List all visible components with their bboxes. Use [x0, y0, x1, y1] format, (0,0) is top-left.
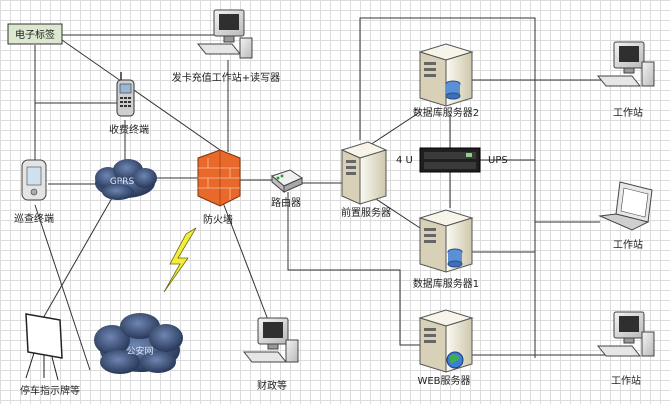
pc-icon — [242, 317, 299, 363]
pc-icon — [596, 311, 655, 357]
gprs-cloud-node: GPRS — [95, 159, 157, 200]
public-net-label: 公安网 — [126, 345, 153, 357]
finance-label: 财政等 — [257, 379, 287, 392]
firewall-icon — [197, 149, 241, 207]
workstation-top-label: 工作站 — [613, 106, 643, 119]
ups-node: UPS — [419, 147, 508, 173]
front-server-label: 前置服务器 — [341, 206, 391, 219]
mobile-phone-icon — [116, 72, 135, 117]
ups-label: UPS — [488, 155, 508, 166]
workstation-bot-label: 工作站 — [611, 374, 641, 387]
public-net-cloud-node: 公安网 — [94, 313, 183, 374]
cloud-icon — [94, 313, 183, 374]
router-node: 路由器 — [270, 169, 304, 209]
finance-node: 财政等 — [242, 317, 299, 392]
cloud-icon — [95, 159, 157, 200]
fee-terminal-label: 收费终端 — [109, 123, 149, 136]
db-server2-node: 数据库服务器2 — [413, 43, 479, 119]
etag-label: 电子标签 — [15, 28, 55, 41]
workstation-bot-node: 工作站 — [596, 311, 655, 387]
router-label: 路由器 — [271, 196, 301, 209]
workstation-top-node: 工作站 — [596, 41, 655, 119]
wire-front-db2 — [369, 111, 421, 146]
wire-front-db1 — [369, 194, 421, 229]
firewall-label: 防火墙 — [203, 213, 233, 226]
parking-sign-node: 停车指示牌等 — [20, 313, 80, 397]
web-server-node: WEB服务器 — [417, 309, 474, 387]
db-server1-label: 数据库服务器1 — [413, 277, 479, 290]
wire-router-web — [287, 192, 425, 346]
front-server-node: 前置服务器 4 U — [340, 141, 413, 219]
db-server2-label: 数据库服务器2 — [413, 106, 479, 119]
pda-icon — [21, 159, 47, 201]
web-server-icon — [418, 309, 474, 373]
server-icon — [340, 141, 388, 205]
gprs-label: GPRS — [110, 177, 135, 187]
laptop-icon — [598, 181, 653, 231]
wire-patrol-sign — [34, 204, 91, 371]
etag-box — [7, 23, 63, 45]
db-server1-node: 数据库服务器1 — [413, 209, 479, 290]
connection-lines — [34, 17, 612, 371]
database-server-icon — [418, 43, 474, 107]
wire-top-bus — [359, 17, 536, 358]
patrol-terminal-label: 巡查终端 — [14, 212, 54, 225]
router-icon — [270, 169, 304, 194]
4u-label: 4 U — [396, 155, 413, 166]
web-server-label: WEB服务器 — [417, 374, 470, 387]
card-station-label: 发卡充值工作站+读写器 — [172, 71, 280, 84]
pc-icon — [596, 41, 655, 87]
database-server-icon — [418, 209, 474, 273]
pc-icon — [196, 9, 253, 59]
lightning-icon — [163, 227, 197, 293]
etag-node: 电子标签 — [7, 23, 63, 45]
workstation-mid-node: 工作站 — [598, 181, 653, 251]
parking-sign-label: 停车指示牌等 — [20, 384, 80, 397]
fee-terminal-node: 收费终端 — [109, 72, 149, 136]
wire-firewall-finance — [221, 199, 271, 326]
display-screen-icon — [25, 313, 63, 381]
card-station-node: 发卡充值工作站+读写器 — [172, 9, 280, 84]
ups-rack-icon — [419, 147, 481, 173]
firewall-node: 防火墙 — [197, 149, 241, 226]
wire-gprs-sign — [41, 197, 113, 321]
workstation-mid-label: 工作站 — [613, 238, 643, 251]
wire-etag-firewall — [61, 39, 221, 151]
patrol-terminal-node: 巡查终端 — [14, 159, 54, 225]
